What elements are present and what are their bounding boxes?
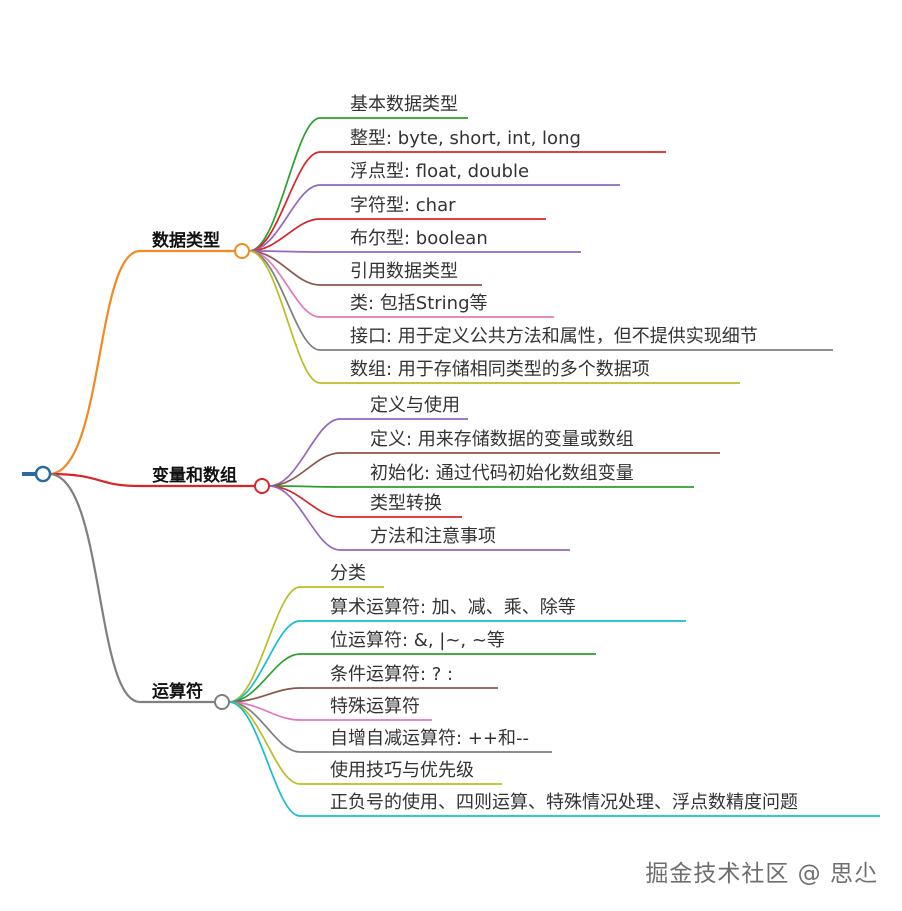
variables-arrays-child-label-4: 方法和注意事项 [370, 526, 496, 547]
data-types-child-label-4: 布尔型: boolean [350, 228, 488, 249]
operators-child-edge-1 [228, 620, 686, 703]
branch-label-data-types: 数据类型 [152, 230, 220, 251]
variables-arrays-child-label-0: 定义与使用 [370, 395, 460, 416]
operators-child-label-1: 算术运算符: 加、减、乘、除等 [330, 597, 576, 618]
data-types-child-label-6: 类: 包括String等 [350, 293, 488, 314]
variables-arrays-child-edge-1 [268, 452, 720, 487]
mindmap-nodes [34, 243, 270, 710]
branch-node-data-types[interactable] [234, 243, 250, 259]
data-types-child-label-5: 引用数据类型 [350, 261, 458, 282]
operators-child-edge-4 [228, 701, 432, 721]
operators-child-edge-2 [228, 653, 596, 703]
data-types-child-label-3: 字符型: char [350, 195, 456, 216]
operators-child-label-7: 正负号的使用、四则运算、特殊情况处理、浮点数精度问题 [330, 792, 798, 813]
operators-child-edge-7 [228, 701, 880, 817]
branch-label-operators: 运算符 [152, 681, 203, 702]
variables-arrays-child-edge-4 [268, 485, 570, 551]
variables-arrays-child-edge-3 [268, 485, 462, 518]
operators-child-label-6: 使用技巧与优先级 [330, 760, 474, 781]
data-types-child-label-2: 浮点型: float, double [350, 161, 529, 182]
variables-arrays-child-label-1: 定义: 用来存储数据的变量或数组 [370, 429, 634, 450]
data-types-child-label-7: 接口: 用于定义公共方法和属性，但不提供实现细节 [350, 326, 758, 347]
branch-edge-data-types [48, 249, 235, 476]
operators-child-label-5: 自增自减运算符: ++和-- [330, 728, 529, 749]
root-node[interactable] [34, 465, 52, 483]
operators-child-edge-5 [228, 701, 552, 753]
variables-arrays-child-edge-0 [268, 418, 468, 487]
branch-label-variables-arrays: 变量和数组 [152, 465, 237, 486]
operators-child-label-2: 位运算符: &, |~, ~等 [330, 630, 505, 651]
data-types-child-edge-4 [248, 250, 581, 253]
operators-child-label-0: 分类 [330, 563, 366, 584]
operators-child-label-3: 条件运算符: ? : [330, 664, 453, 685]
branch-edge-operators [48, 472, 215, 704]
data-types-child-label-1: 整型: byte, short, int, long [350, 128, 581, 149]
data-types-child-edge-6 [248, 250, 554, 318]
data-types-child-label-8: 数组: 用于存储相同类型的多个数据项 [350, 359, 650, 380]
variables-arrays-child-edge-2 [268, 485, 694, 488]
branch-edge-variables-arrays [48, 472, 255, 488]
operators-child-edge-3 [228, 687, 498, 703]
watermark: 掘金技术社区 @ 思尐 [645, 861, 878, 887]
mindmap-edges [22, 117, 880, 817]
data-types-child-edge-1 [248, 151, 666, 252]
data-types-child-edge-8 [248, 250, 740, 384]
operators-child-edge-0 [228, 586, 384, 703]
data-types-child-edge-5 [248, 250, 482, 286]
variables-arrays-child-label-2: 初始化: 通过代码初始化数组变量 [370, 463, 634, 484]
data-types-child-edge-2 [248, 184, 620, 252]
variables-arrays-child-label-3: 类型转换 [370, 493, 442, 514]
data-types-child-edge-0 [248, 117, 468, 252]
operators-child-label-4: 特殊运算符 [330, 696, 420, 717]
branch-node-operators[interactable] [214, 694, 230, 710]
branch-node-variables-arrays[interactable] [254, 478, 270, 494]
data-types-child-label-0: 基本数据类型 [350, 94, 458, 115]
data-types-child-edge-3 [248, 218, 546, 252]
